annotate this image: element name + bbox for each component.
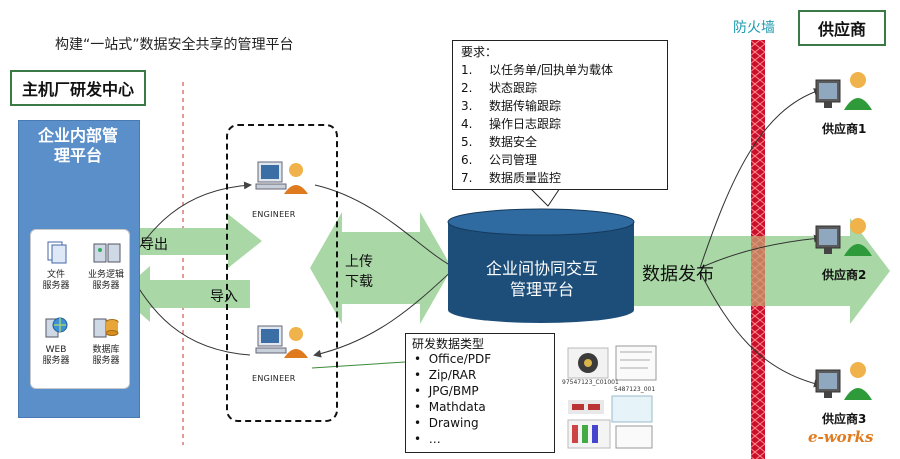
data-type-item: • … xyxy=(414,432,441,446)
supplier-computer-icon xyxy=(815,72,872,110)
thumbnail-caption-1: 97547123_C01001 xyxy=(562,379,619,386)
requirement-item: 2.状态跟踪 xyxy=(461,81,538,95)
supplier-label: 供应商2 xyxy=(822,268,867,282)
engineer-label: ENGINEER xyxy=(252,210,296,219)
download-label: 下载 xyxy=(345,274,373,290)
thumbnail-caption-2: 5487123_001 xyxy=(614,386,656,393)
publish-label: 数据发布 xyxy=(642,264,714,285)
engineer-2: ENGINEER xyxy=(252,320,312,383)
requirement-item: 1.以任务单/回执单为载体 xyxy=(461,63,614,77)
supplier-3: 供应商3 xyxy=(812,356,882,426)
supplier-2: 供应商2 xyxy=(812,212,882,282)
engineer-group xyxy=(226,124,338,422)
database-server-icon xyxy=(93,318,119,338)
engineer-label: ENGINEER xyxy=(252,374,296,383)
supplier-1: 供应商1 xyxy=(812,66,882,136)
data-types-box: 研发数据类型 • Office/PDF • Zip/RAR • JPG/BMP … xyxy=(405,333,555,453)
platform-cylinder-body xyxy=(448,222,634,310)
right-header: 供应商 xyxy=(798,10,887,46)
supplier-computer-icon xyxy=(815,218,872,256)
requirements-box: 要求： 1.以任务单/回执单为载体 2.状态跟踪 3.数据传输跟踪 4.操作日志… xyxy=(452,40,668,190)
file-server: 文件 服务器 xyxy=(32,240,80,292)
engineer-workstation-icon xyxy=(255,161,308,194)
requirement-item: 4.操作日志跟踪 xyxy=(461,117,562,131)
requirement-item: 7.数据质量监控 xyxy=(461,171,562,185)
web-server: WEB 服务器 xyxy=(32,315,80,367)
export-label: 导出 xyxy=(140,237,168,253)
central-platform-label: 企业间协同交互 管理平台 xyxy=(485,259,598,299)
export-arrow xyxy=(130,214,262,268)
supplier-label: 供应商1 xyxy=(822,122,867,136)
diagram-title: 构建“一站式”数据安全共享的管理平台 xyxy=(55,37,294,53)
supplier-label: 供应商3 xyxy=(822,412,867,426)
firewall-label: 防火墙 xyxy=(733,20,775,36)
data-type-item: • Drawing xyxy=(414,416,479,430)
data-types-header: 研发数据类型 xyxy=(412,337,485,351)
internal-platform-title: 企业内部管 理平台 xyxy=(37,126,118,165)
requirement-item: 6.公司管理 xyxy=(461,153,538,167)
left-header: 主机厂研发中心 xyxy=(10,70,147,106)
import-label: 导入 xyxy=(210,289,238,305)
file-server-icon xyxy=(47,241,67,264)
thumbnail-images xyxy=(567,345,657,449)
app-server-icon xyxy=(93,243,121,263)
data-type-item: • Office/PDF xyxy=(414,352,492,366)
upload-label: 上传 xyxy=(345,254,373,270)
requirement-item: 3.数据传输跟踪 xyxy=(461,99,562,113)
database-server: 数据库 服务器 xyxy=(82,315,130,367)
requirement-item: 5.数据安全 xyxy=(461,135,538,149)
import-arrow xyxy=(118,266,250,322)
app-server: 业务逻辑 服务器 xyxy=(82,240,130,292)
requirements-header: 要求： xyxy=(461,45,498,59)
upload-download-arrow xyxy=(310,212,452,324)
data-type-item: • Zip/RAR xyxy=(414,368,477,382)
eworks-logo: e-works xyxy=(808,428,874,446)
engineer-1: ENGINEER xyxy=(252,156,312,219)
web-server-icon xyxy=(45,317,68,338)
engineer-workstation-icon xyxy=(255,325,308,358)
data-type-item: • Mathdata xyxy=(414,400,486,414)
supplier-computer-icon xyxy=(815,362,872,400)
data-type-item: • JPG/BMP xyxy=(414,384,479,398)
